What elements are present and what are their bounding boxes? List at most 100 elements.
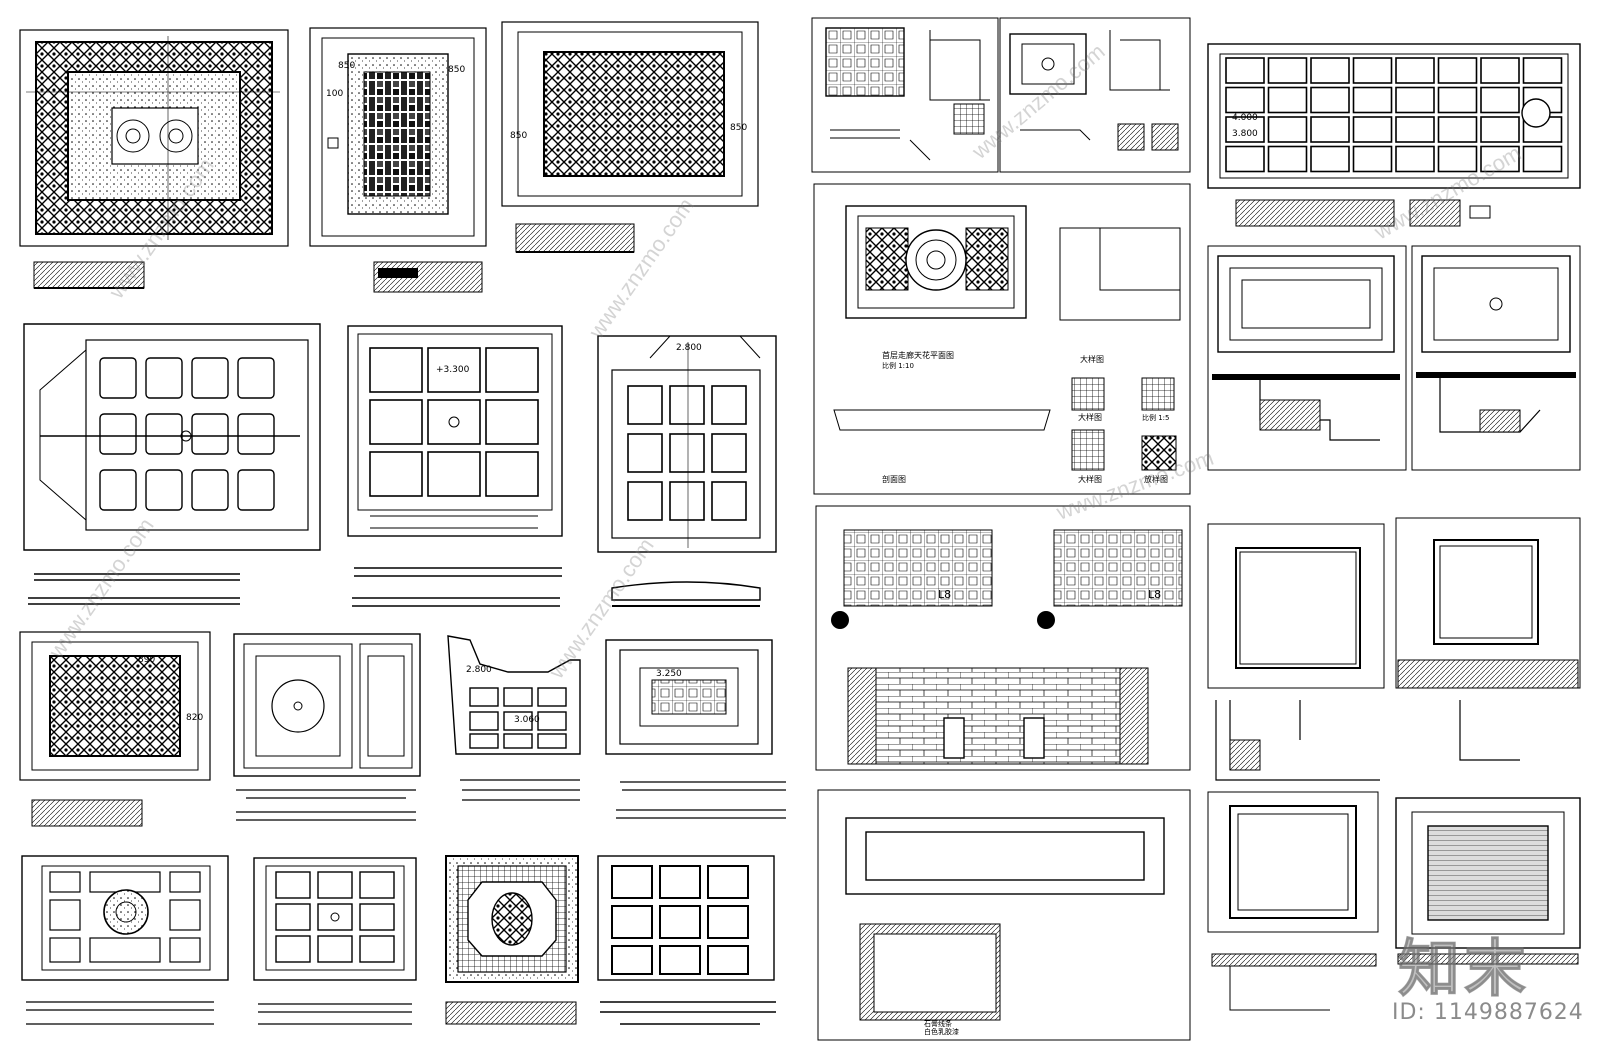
level-label: 4.000 (1232, 113, 1258, 123)
dim-label: 890 (138, 655, 155, 665)
ceiling-section-10 (616, 781, 786, 819)
coffer-panel (1395, 86, 1435, 114)
coffer-panel (1437, 86, 1478, 114)
ceiling-plan-12 (253, 857, 417, 981)
caption-detail-b: 大样图 (1078, 412, 1102, 422)
document-id-label: ID: 1149887624 (1392, 1000, 1584, 1025)
ceiling-section-4 (28, 573, 240, 605)
dim-label: 850 (510, 131, 527, 141)
coffer-panel (1480, 86, 1520, 114)
coffer-panel (1480, 116, 1520, 143)
coffer-panel (1395, 57, 1435, 84)
ceiling-plan-5: +3.300 (347, 325, 563, 537)
coffer-panel (1352, 145, 1393, 173)
ceiling-plan-square-b (1395, 517, 1581, 761)
coffer-panel (1225, 145, 1265, 173)
coffered-ceiling-plan-wide: 4.000 3.800 (1207, 43, 1581, 189)
ceiling-section-5 (352, 567, 562, 607)
level-label: L8 (1148, 588, 1161, 601)
coffer-panel (1310, 145, 1350, 173)
coffered-section-strip (1235, 199, 1491, 227)
dim-label: 100 (326, 89, 343, 99)
dim-label: 850 (730, 123, 747, 133)
corridor-ceiling-detail-sheet: 首层走廊天花平面图 比例 1:10 剖面图 大样图 大样图 大样图 放样图 比例… (813, 183, 1191, 495)
corridor-elevation-sheet: L8 L8 (815, 505, 1191, 771)
caption-plan-title: 首层走廊天花平面图 (882, 350, 954, 360)
ceiling-section-13 (445, 1001, 577, 1025)
caption-detail-c: 大样图 (1078, 474, 1102, 484)
ceiling-plan-9: 2.800 3.060 (447, 635, 581, 755)
ceiling-section-9 (460, 779, 580, 801)
note-text: 白色乳胶漆 (924, 1027, 959, 1036)
ceiling-section-square-a (1215, 700, 1380, 781)
ceiling-plan-13 (445, 855, 579, 983)
ceiling-detail-panel-right-b (1411, 245, 1581, 471)
coffer-panel (1352, 116, 1393, 143)
coffer-panel (1395, 116, 1435, 143)
level-label: L8 (938, 588, 951, 601)
coffer-panel (1225, 57, 1265, 84)
ceiling-plan-square-c (1207, 791, 1379, 1011)
ceiling-plan-long: 石膏线条 白色乳胶漆 (817, 789, 1191, 1041)
caption-detail-d: 放样图 (1144, 474, 1168, 484)
level-label: 3.060 (514, 715, 540, 725)
dim-label: 850 (338, 61, 355, 71)
ceiling-section-11 (26, 1001, 214, 1025)
coffer-panel (1395, 145, 1435, 173)
coffer-panel (1522, 57, 1563, 84)
ceiling-section-3 (515, 223, 635, 253)
coffer-panel (1310, 116, 1350, 143)
coffer-panel (1310, 86, 1350, 114)
level-label: 3.800 (1232, 129, 1258, 139)
coffer-panel (1352, 86, 1393, 114)
ceiling-section-1 (33, 261, 145, 289)
level-label: 3.250 (656, 669, 682, 679)
coffer-panel (1225, 116, 1265, 143)
brand-watermark: 知末 (1397, 932, 1531, 1006)
coffer-panel (1352, 57, 1393, 84)
ceiling-section-12 (258, 1003, 412, 1025)
dim-label: 820 (186, 713, 203, 723)
coffer-panel (1480, 57, 1520, 84)
coffer-panel (1267, 86, 1308, 114)
coffer-panel (1310, 57, 1350, 84)
ceiling-section-2 (373, 261, 483, 293)
ceiling-plan-3: 850 850 (501, 21, 759, 207)
level-label: 2.800 (466, 665, 492, 675)
coffer-panel (1267, 57, 1308, 84)
ceiling-plan-2: 850 850 100 (309, 27, 487, 247)
coffer-panel (1225, 86, 1265, 114)
level-label: +3.300 (436, 365, 470, 375)
coffer-panel (1267, 116, 1308, 143)
coffer-panel (1522, 145, 1563, 173)
ceiling-plan-8 (233, 633, 421, 777)
coffer-panel (1437, 57, 1478, 84)
coffer-panel (1267, 145, 1308, 173)
coffer-panel (1437, 145, 1478, 173)
ceiling-detail-panel-right-a (1207, 245, 1407, 471)
ceiling-plan-square-a (1207, 523, 1385, 689)
ceiling-plan-1 (19, 29, 289, 247)
detail-sheet-top-right (999, 17, 1191, 173)
coffer-panel (1437, 116, 1478, 143)
ceiling-plan-10: 3.250 (605, 639, 773, 755)
caption-section-title: 剖面图 (882, 474, 906, 484)
ceiling-section-7 (31, 799, 143, 827)
dim-label: 850 (448, 65, 465, 75)
ceiling-section-14 (600, 1001, 776, 1025)
detail-sheet-top-left (811, 17, 999, 173)
ceiling-plan-11 (21, 855, 229, 981)
ceiling-plan-14 (597, 855, 775, 981)
ceiling-plan-6: 2.800 (597, 335, 777, 553)
level-label: 2.800 (676, 343, 702, 353)
caption-plan-scale: 比例 1:10 (882, 361, 914, 370)
note-text: 石膏线条 (924, 1019, 952, 1028)
caption-detail-a: 大样图 (1080, 354, 1104, 364)
coffer-panel (1480, 145, 1520, 173)
ceiling-section-6 (611, 581, 761, 607)
caption-detail-scale: 比例 1:5 (1142, 413, 1170, 422)
ceiling-plan-4 (23, 323, 321, 551)
ceiling-plan-7: 890 820 (19, 631, 211, 781)
watermark-text: www.znzmo.com (583, 193, 699, 343)
